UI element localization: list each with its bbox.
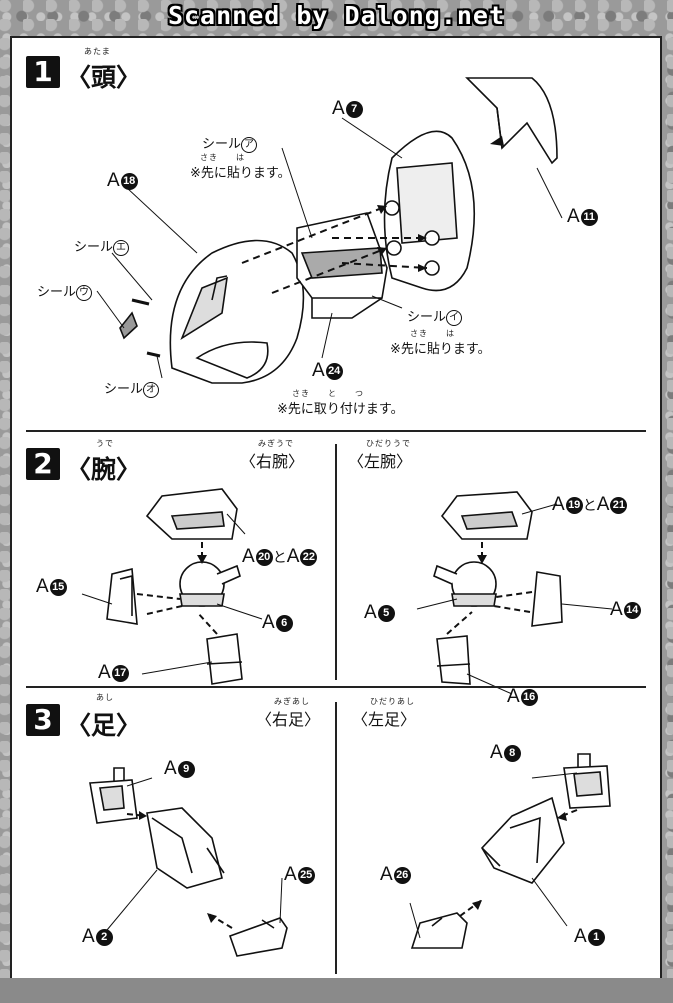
divider-1 [26, 430, 646, 432]
step-1-ruby: あたま [84, 47, 111, 56]
step-2-ruby: うで [96, 439, 114, 448]
divider-2 [26, 686, 646, 688]
step-3-ruby: あし [96, 693, 114, 702]
seal-u-label: シールウ [37, 281, 93, 301]
arm-assembly-illustration [81, 488, 613, 695]
step-1-title: 〈頭〉 [66, 63, 142, 92]
seal-o-label: シールオ [104, 378, 160, 398]
note-i: ※先に貼ります。 [390, 342, 491, 357]
step-1-number: 1 [26, 56, 60, 88]
left-arm-ruby: ひだりうで [366, 439, 411, 448]
step-2-title: 〈腕〉 [66, 455, 142, 484]
divider-leg [335, 702, 337, 974]
left-arm-title: 〈左腕〉 [348, 452, 413, 471]
step-2-number: 2 [26, 448, 60, 480]
step-1-head: あたま 1 〈頭〉 [12, 38, 660, 430]
seal-e-label: シールエ [74, 236, 130, 256]
divider-arm [335, 444, 337, 680]
scan-background-texture [0, 978, 673, 1003]
right-leg-title: 〈右足〉 [256, 710, 321, 729]
head-assembly-illustration [96, 77, 563, 384]
step-3-number: 3 [26, 704, 60, 736]
note-i-ruby: さき は [410, 329, 455, 338]
right-arm-ruby: みぎうで [258, 439, 294, 448]
step-3-leg: あし 3 〈足〉 みぎあし 〈右足〉 ひだりあし 〈左足〉 [12, 688, 660, 980]
watermark: Scanned by Dalong.net [167, 1, 506, 30]
note-24-ruby: さき と つ [292, 389, 364, 398]
step-2-arm: うで 2 〈腕〉 みぎうで 〈右腕〉 ひだりうで 〈左腕〉 [12, 434, 660, 707]
step-3-title: 〈足〉 [66, 711, 142, 740]
seal-a-label: シールア [202, 133, 258, 153]
left-leg-title: 〈左足〉 [352, 710, 417, 729]
seal-i-label: シールイ [407, 306, 463, 326]
instruction-sheet: あたま 1 〈頭〉 [10, 36, 662, 982]
right-leg-ruby: みぎあし [274, 697, 310, 706]
note-a-ruby: さき は [200, 153, 245, 162]
right-arm-title: 〈右腕〉 [240, 452, 305, 471]
left-leg-ruby: ひだりあし [370, 697, 415, 706]
note-24: ※先に取り付けます。 [277, 402, 404, 417]
note-a: ※先に貼ります。 [190, 166, 291, 181]
leg-assembly-illustration [89, 753, 611, 957]
